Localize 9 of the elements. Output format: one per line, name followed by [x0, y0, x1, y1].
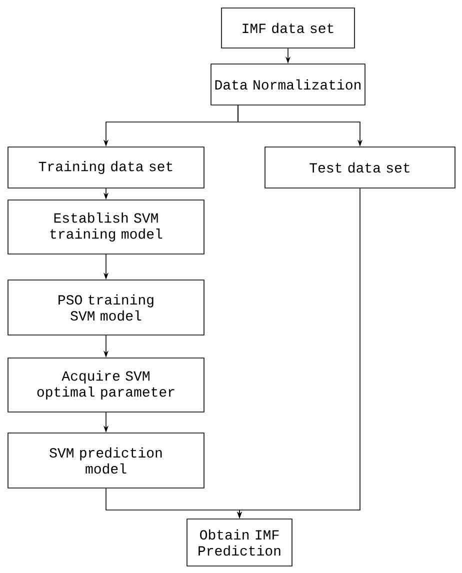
process-box: Data Normalization: [210, 64, 366, 106]
process-box: IMF data set: [221, 8, 355, 48]
process-box: Establish SVM training model: [8, 200, 204, 254]
process-box: Test data set: [264, 146, 456, 188]
process-box: Acquire SVM optimal parameter: [8, 358, 204, 412]
process-box: Training data set: [8, 146, 204, 188]
process-box: PSO training SVM model: [8, 280, 204, 336]
process-box: SVM prediction model: [8, 432, 204, 488]
process-box: Obtain IMF Prediction: [186, 518, 292, 566]
